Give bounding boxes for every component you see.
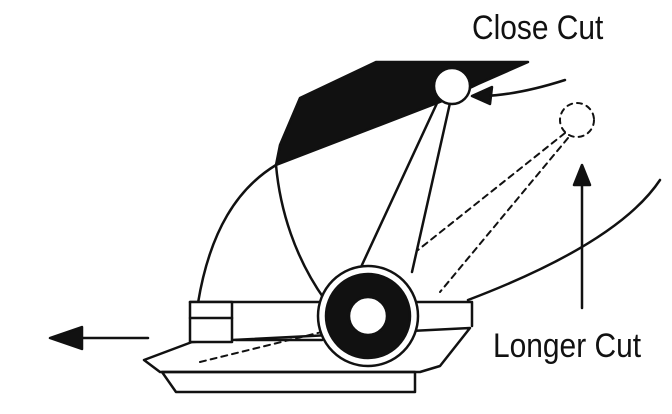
longer-cut-arrow-head bbox=[572, 163, 592, 187]
deck-skid bbox=[160, 370, 417, 394]
close-cut-arrow-line bbox=[482, 78, 567, 98]
close-cut-arrow-head bbox=[470, 85, 494, 106]
longer-cut-label: Longer Cut bbox=[493, 327, 642, 365]
deck-top-rail bbox=[188, 300, 474, 328]
deck-dashed-line bbox=[199, 329, 331, 363]
top-blade-plate bbox=[274, 60, 530, 167]
close-cut-label: Close Cut bbox=[472, 9, 604, 47]
close-cut-knob bbox=[432, 66, 472, 106]
outer-sweep-arc bbox=[466, 178, 662, 302]
longer-cut-knob-ghost bbox=[559, 102, 595, 138]
lever-arm bbox=[353, 99, 440, 282]
roller-hub bbox=[347, 295, 389, 337]
direction-arrow-head bbox=[48, 325, 84, 351]
housing-inner-curve bbox=[274, 163, 327, 302]
housing-outline bbox=[196, 163, 278, 305]
lever-arm-back bbox=[410, 101, 452, 274]
front-block bbox=[188, 300, 234, 344]
longer-cut-dashed-arm-2 bbox=[439, 137, 569, 293]
longer-cut-dashed-arm bbox=[417, 132, 566, 251]
